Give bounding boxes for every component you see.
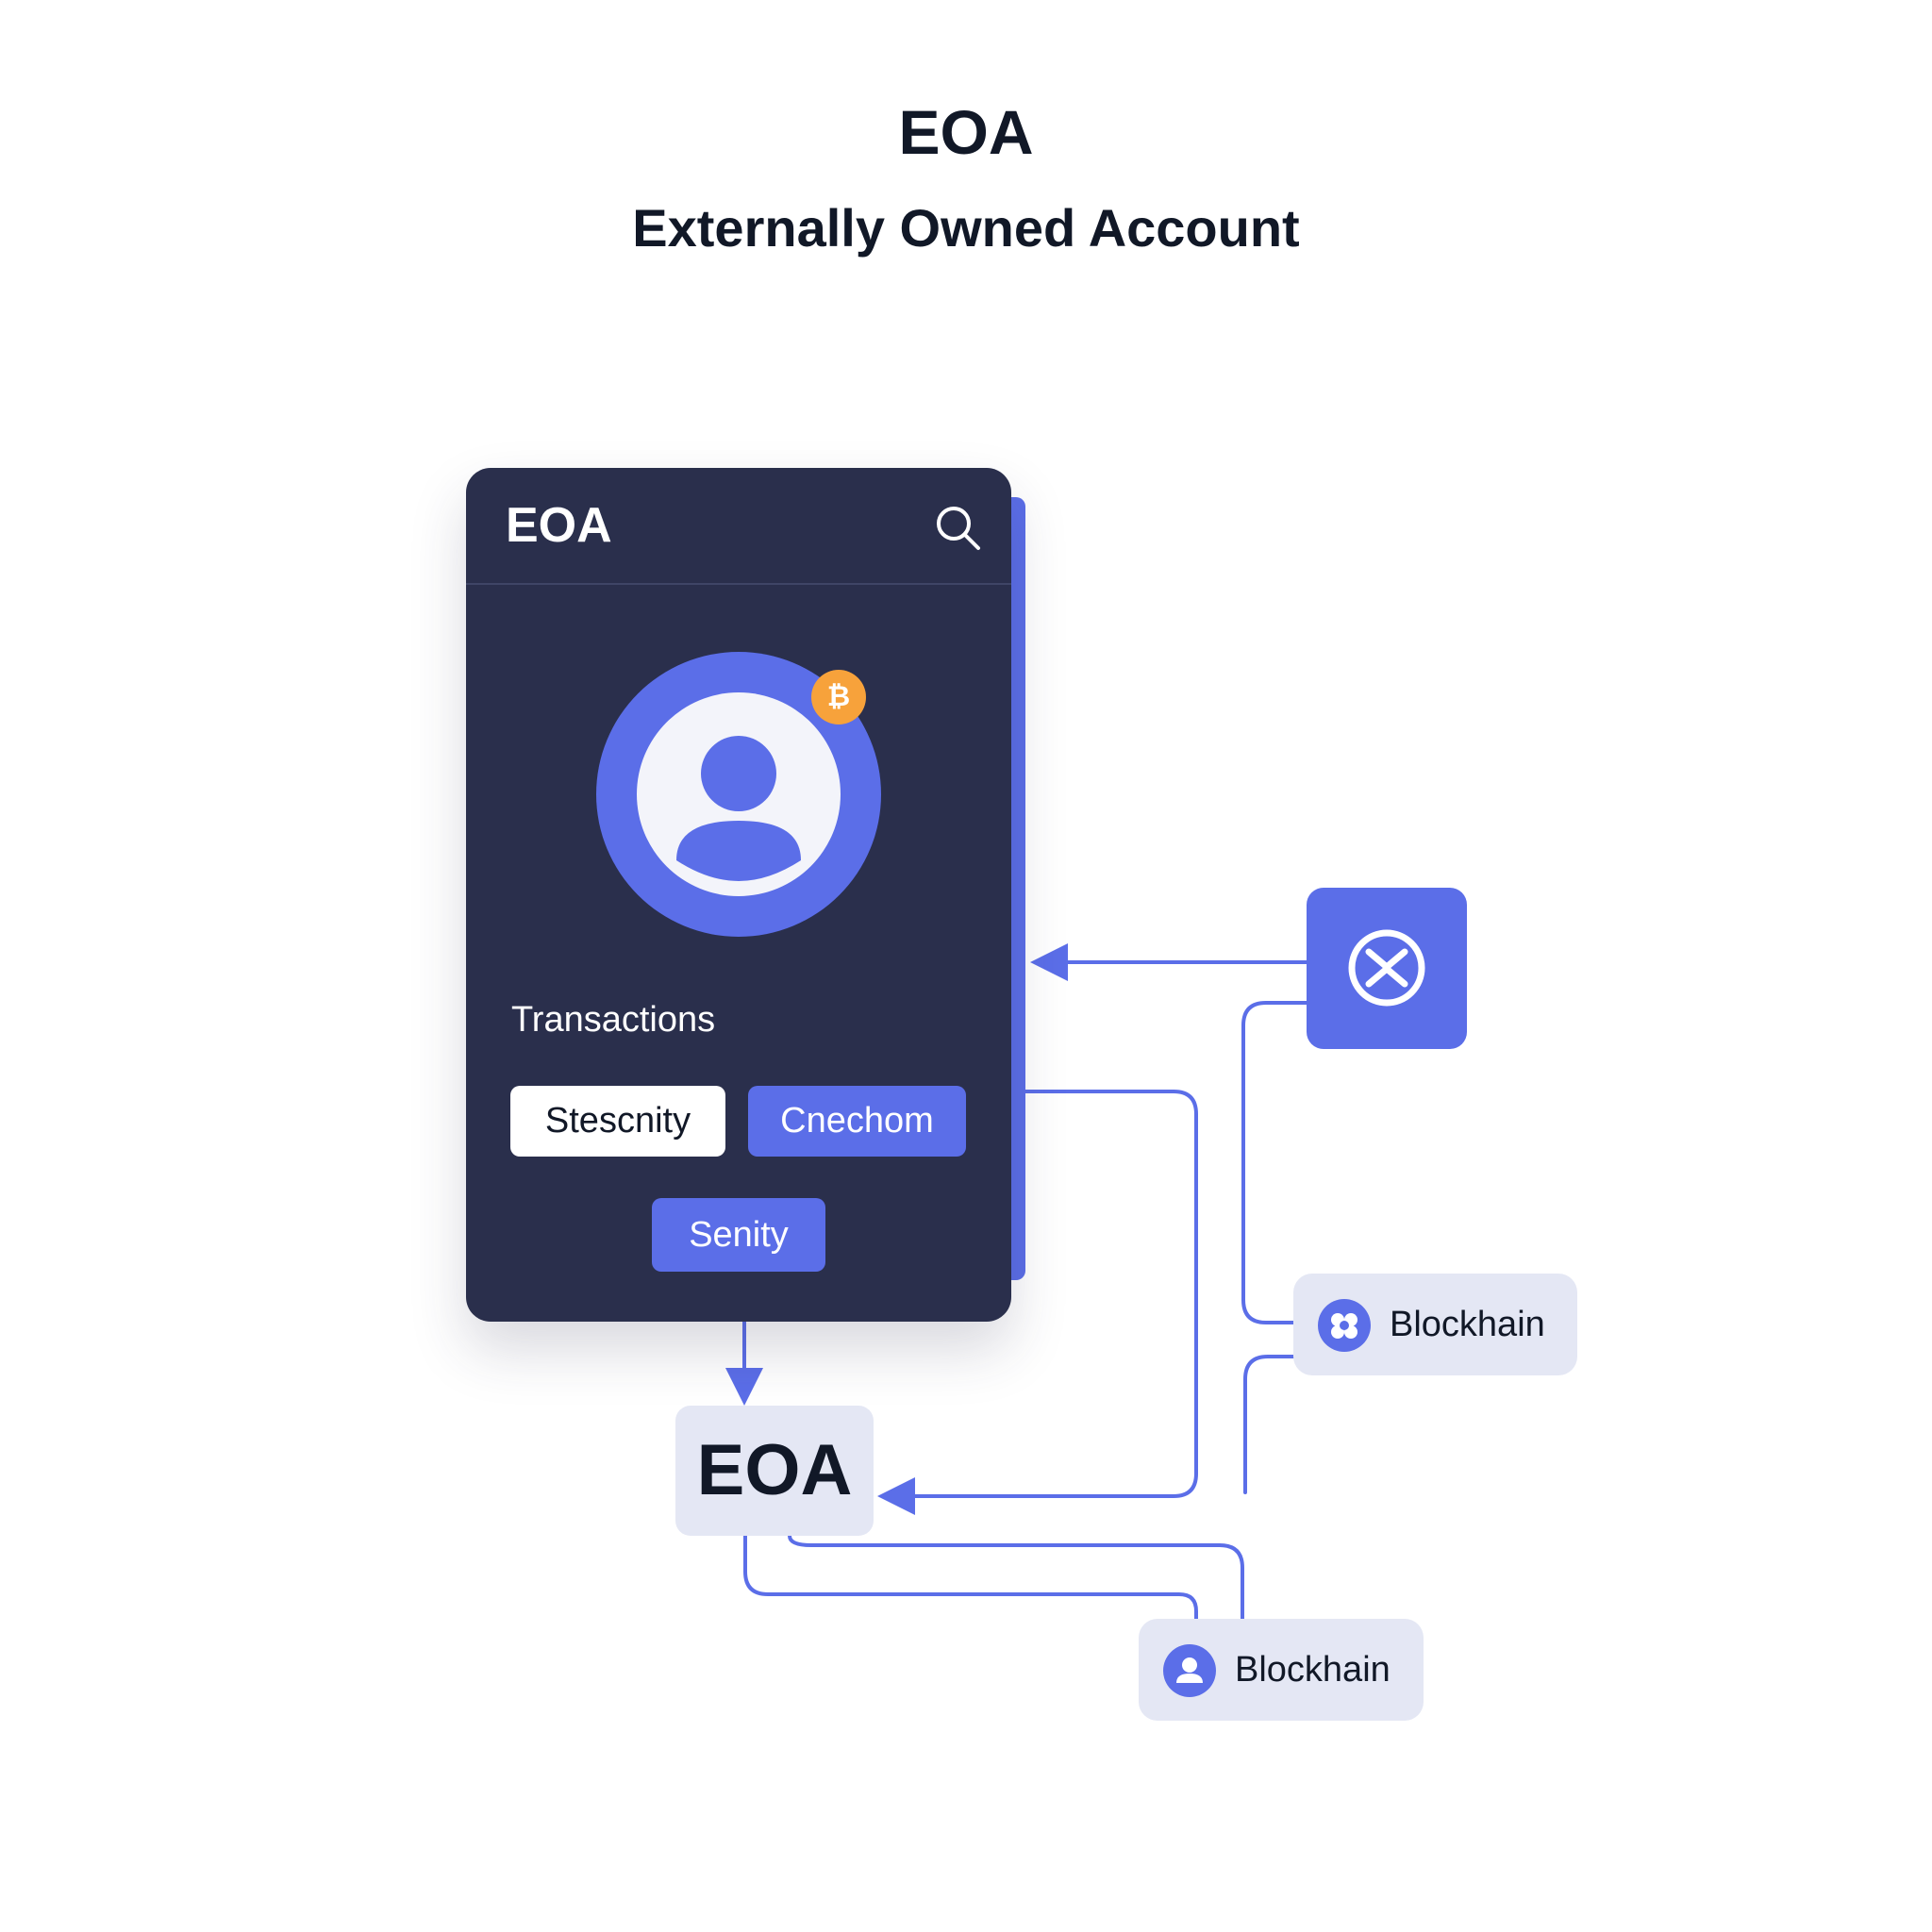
connector-eoa-to-node-a (788, 1534, 1244, 1621)
blockchain-label: Blockhain (1390, 1305, 1545, 1344)
blockchain-node[interactable]: Blockhain (1293, 1274, 1577, 1375)
eoa-node: EOA (675, 1406, 874, 1536)
crypto-token-tile[interactable] (1307, 888, 1467, 1049)
network-icon (1318, 1299, 1371, 1352)
search-icon[interactable] (932, 502, 985, 555)
connector-card-to-eoa (877, 1090, 1198, 1515)
page-title: EOA (898, 97, 1034, 167)
stescnity-button[interactable]: Stescnity (510, 1086, 725, 1157)
cnechom-button[interactable]: Cnechom (748, 1086, 966, 1157)
user-avatar-icon (637, 692, 841, 896)
card-header: EOA (466, 468, 1011, 585)
eoa-card: EOA ₿ Transactions Stescnity Cnechom Sen… (466, 468, 1011, 1322)
senity-button[interactable]: Senity (652, 1198, 825, 1272)
connector-blockchain-stub (1243, 1355, 1295, 1494)
bitcoin-icon: ₿ (811, 670, 866, 724)
user-icon (1163, 1644, 1216, 1697)
blockchain-label: Blockhain (1235, 1650, 1391, 1690)
page-subtitle: Externally Owned Account (632, 198, 1300, 258)
card-title: EOA (506, 498, 612, 553)
transactions-label: Transactions (511, 1000, 716, 1040)
connector-tile-to-blockchain (1241, 1001, 1308, 1324)
blockchain-node[interactable]: Blockhain (1139, 1619, 1424, 1721)
crypto-token-icon (1348, 929, 1425, 1007)
avatar (596, 652, 881, 937)
connector-eoa-to-node-b (743, 1534, 1198, 1621)
